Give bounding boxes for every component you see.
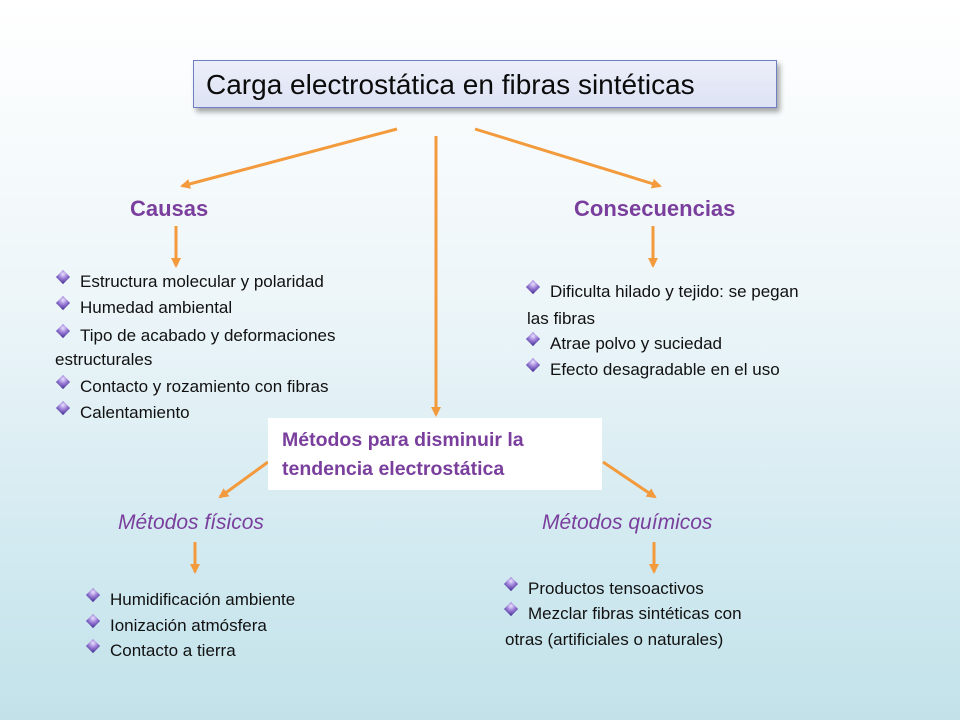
diamond-bullet-icon [525, 331, 541, 346]
consecuencias-heading: Consecuencias [574, 196, 736, 221]
list-item: Contacto y rozamiento con fibras [55, 374, 329, 397]
list-item: Dificulta hilado y tejido: se pegan [525, 279, 799, 302]
diamond-bullet-icon [85, 613, 101, 628]
list-item: Mezclar fibras sintéticas con [503, 601, 742, 624]
list-item: Estructura molecular y polaridad [55, 269, 324, 292]
metodos-title-line1: Métodos para disminuir la [282, 429, 524, 451]
list-item-continuation: las fibras [527, 309, 596, 328]
metodos-box: Métodos para disminuir la tendencia elec… [268, 418, 602, 490]
list-item: Contacto a tierra [85, 638, 236, 661]
list-item-continuation: estructurales [55, 350, 153, 369]
list-item: Tipo de acabado y deformaciones [55, 323, 335, 346]
metodos-title-line2: tendencia electrostática [282, 458, 505, 480]
arrow-title-to-consecuencias [474, 127, 662, 189]
diamond-bullet-icon [55, 374, 71, 389]
arrow-to-quimicos [602, 460, 657, 499]
list-item: Ionización atmósfera [85, 613, 267, 636]
list-item: Humidificación ambiente [85, 587, 295, 610]
diamond-bullet-icon [525, 279, 541, 294]
diamond-bullet-icon [525, 357, 541, 372]
diamond-bullet-icon [55, 323, 71, 338]
page-title: Carga electrostática en fibras sintética… [193, 60, 777, 108]
list-item: Calentamiento [55, 400, 190, 423]
list-item: Efecto desagradable en el uso [525, 357, 780, 380]
list-item: Atrae polvo y suciedad [525, 331, 722, 354]
arrow-title-to-causas [180, 127, 398, 189]
diamond-bullet-icon [55, 295, 71, 310]
list-item-continuation: otras (artificiales o naturales) [505, 630, 724, 649]
diamond-bullet-icon [85, 638, 101, 653]
fisicos-heading: Métodos físicos [118, 511, 264, 534]
diamond-bullet-icon [503, 576, 519, 591]
diamond-bullet-icon [55, 269, 71, 284]
list-item: Humedad ambiental [55, 295, 232, 318]
causas-heading: Causas [130, 196, 209, 221]
diamond-bullet-icon [85, 587, 101, 602]
diamond-bullet-icon [55, 400, 71, 415]
diamond-bullet-icon [503, 601, 519, 616]
quimicos-heading: Métodos químicos [542, 511, 713, 534]
arrow-to-fisicos [218, 460, 269, 499]
list-item: Productos tensoactivos [503, 576, 704, 599]
